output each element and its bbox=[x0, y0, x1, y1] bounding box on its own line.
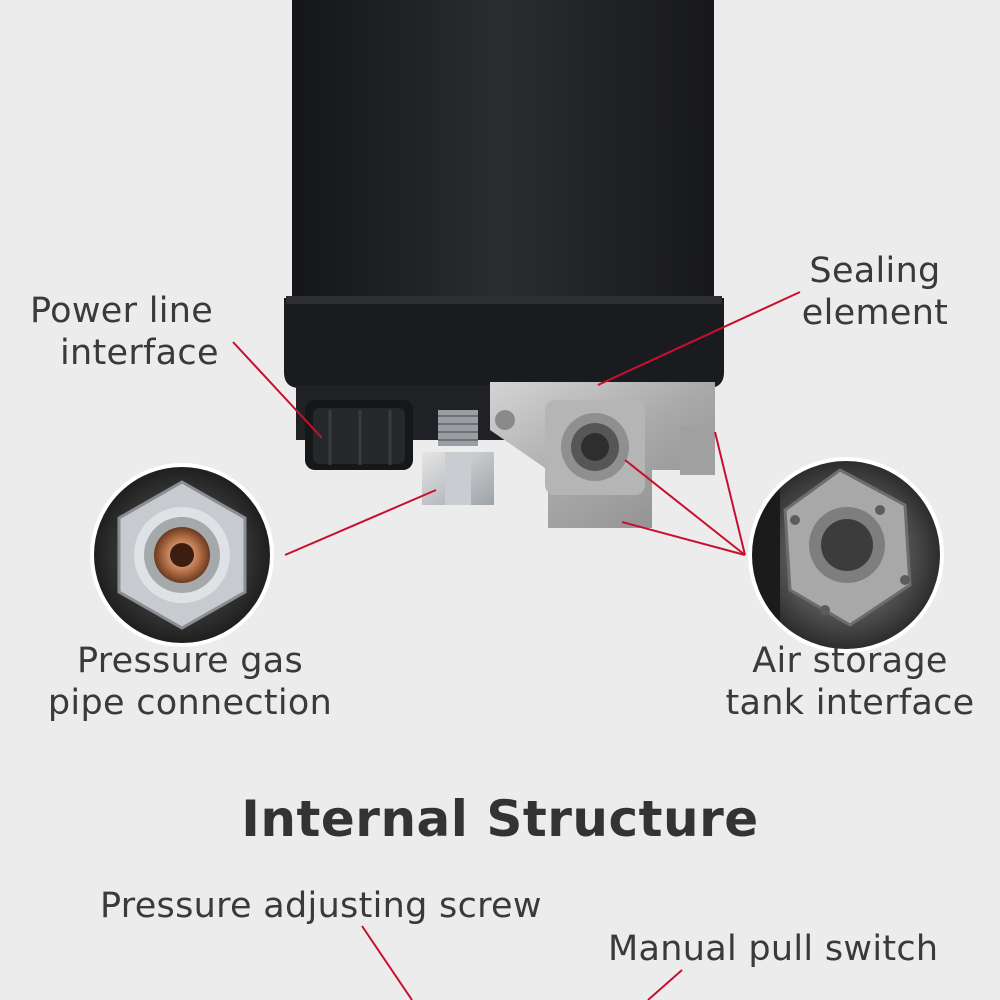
leader-power-line bbox=[232, 341, 323, 439]
pressure-gas-label: Pressure gas pipe connection bbox=[47, 641, 333, 723]
leader-air-2 bbox=[624, 459, 746, 556]
aluminum-manifold bbox=[490, 382, 715, 528]
section-title: Internal Structure bbox=[241, 790, 759, 848]
pressure-fitting bbox=[422, 410, 494, 505]
switch-housing bbox=[284, 0, 724, 440]
pressure-adjusting-screw-label: Pressure adjusting screw bbox=[100, 886, 542, 926]
leader-sealing bbox=[597, 291, 801, 386]
manual-pull-switch-label: Manual pull switch bbox=[608, 929, 939, 969]
leader-lines bbox=[232, 291, 801, 1000]
leader-air-3 bbox=[621, 521, 746, 556]
leader-air-1 bbox=[714, 431, 746, 556]
leader-pressure-gas bbox=[284, 489, 437, 556]
zoom-fitting-detail bbox=[92, 465, 272, 645]
cable-gland bbox=[305, 400, 413, 470]
power-line-interface-label: Power line interface bbox=[30, 291, 219, 373]
leader-screw bbox=[361, 925, 413, 1000]
air-storage-label: Air storage tank interface bbox=[725, 641, 975, 723]
leader-manual bbox=[647, 969, 683, 1000]
sealing-element-label: Sealing element bbox=[801, 251, 949, 333]
